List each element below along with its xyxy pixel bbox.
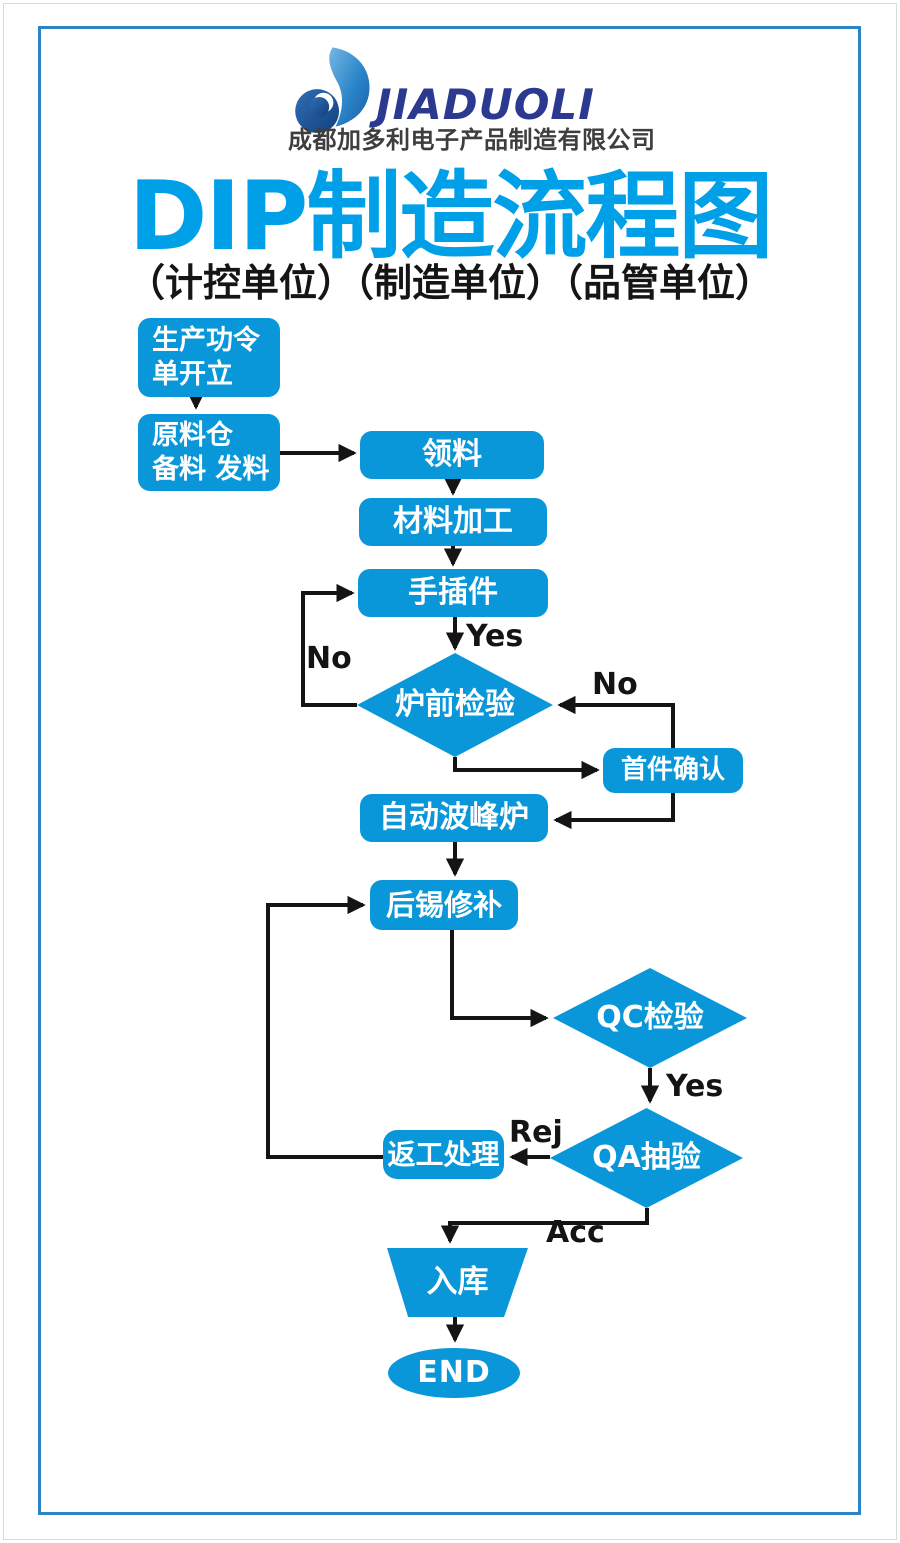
node-hand-insert: 手插件 xyxy=(358,569,548,617)
node-work-order: 生产功令 单开立 xyxy=(138,318,280,397)
page-title: DIP制造流程图 xyxy=(128,162,774,272)
node-first-article-confirm: 首件确认 xyxy=(603,748,743,793)
jiaduoli-logo-icon xyxy=(295,47,370,134)
node-wave-solder-oven: 自动波峰炉 xyxy=(360,794,548,842)
edge-label-yes-qa: Yes xyxy=(666,1069,724,1104)
node-post-solder-repair: 后锡修补 xyxy=(370,880,518,930)
blue-frame-border xyxy=(38,26,861,1515)
node-material-prep: 原料仓 备料 发料 xyxy=(138,414,280,491)
node-material-processing: 材料加工 xyxy=(359,498,547,546)
node-rework: 返工处理 xyxy=(383,1130,504,1179)
node-end: END xyxy=(388,1348,520,1398)
edge-label-acc: Acc xyxy=(546,1215,605,1250)
edge-label-no-left: No xyxy=(306,641,352,676)
brand-name: JIADUOLI xyxy=(376,80,595,129)
edge-label-yes-pre-oven: Yes xyxy=(466,619,524,654)
node-pick-material: 领料 xyxy=(360,431,544,479)
node-warehouse-in: 入库 xyxy=(387,1248,528,1317)
edge-label-no-right: No xyxy=(592,667,638,702)
company-name: 成都加多利电子产品制造有限公司 xyxy=(288,126,656,154)
page-subtitle: （计控单位）（制造单位）（品管单位） xyxy=(126,261,773,305)
edge-label-rej: Rej xyxy=(509,1115,563,1150)
